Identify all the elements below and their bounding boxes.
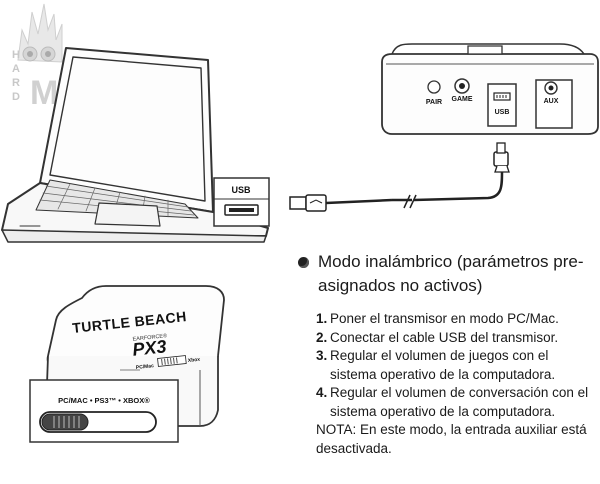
game-label: GAME (452, 96, 473, 103)
heading-text: Modo inalámbrico (parámetros pre-asignad… (318, 252, 584, 295)
series-label: EARFORCE® (132, 332, 167, 343)
watermark-badge: M (30, 74, 58, 112)
pc-mode-label: PC/Mac (136, 363, 155, 371)
list-item: 3. Regular el volumen de juegos con el s… (316, 347, 598, 384)
list-item: 1. Poner el transmisor en modo PC/Mac. (316, 310, 598, 329)
instructions-panel: Modo inalámbrico (parámetros pre-asignad… (298, 250, 598, 458)
section-heading: Modo inalámbrico (parámetros pre-asignad… (298, 250, 598, 298)
back-usb-label: USB (495, 109, 510, 116)
step-text: Regular el volumen de juegos con el sist… (330, 348, 556, 382)
mode-switch-labels: PC/MAC • PS3™ • XBOX® (58, 396, 150, 405)
steps-list: 1. Poner el transmisor en modo PC/Mac. 2… (316, 310, 598, 421)
step-text: Regular el volumen de conversación con e… (330, 385, 589, 419)
laptop-usb-callout: USB (213, 177, 270, 227)
watermark-logo: H A R D M (12, 3, 63, 112)
watermark-letter: R (12, 77, 20, 89)
step-text: Poner el transmisor en modo PC/Mac. (330, 311, 559, 326)
model-label: PX3 (131, 336, 167, 359)
bullet-icon (298, 257, 309, 268)
step-number: 2. (316, 329, 328, 345)
note-text: NOTA: En este modo, la entrada auxiliar … (316, 422, 587, 456)
laptop-usb-label: USB (231, 185, 251, 195)
watermark-letter: D (12, 91, 20, 103)
watermark-letter: A (12, 63, 20, 75)
step-number: 1. (316, 311, 328, 326)
list-item: 4. Regular el volumen de conversación co… (316, 384, 598, 421)
laptop-illustration (1, 47, 269, 243)
transmitter-back-view: PAIR GAME USB AUX (381, 43, 599, 135)
aux-label: AUX (544, 98, 559, 105)
pair-label: PAIR (426, 99, 442, 106)
usb-cable (289, 142, 510, 212)
step-number: 3. (316, 348, 328, 363)
mode-switch-callout: PC/MAC • PS3™ • XBOX® (29, 379, 179, 443)
xbox-mode-label: Xbox (188, 357, 201, 364)
step-number: 4. (316, 385, 328, 400)
watermark-letter: H (12, 49, 20, 61)
step-text: Conectar el cable USB del transmisor. (330, 329, 559, 345)
list-item: 2. Conectar el cable USB del transmisor. (316, 329, 598, 348)
